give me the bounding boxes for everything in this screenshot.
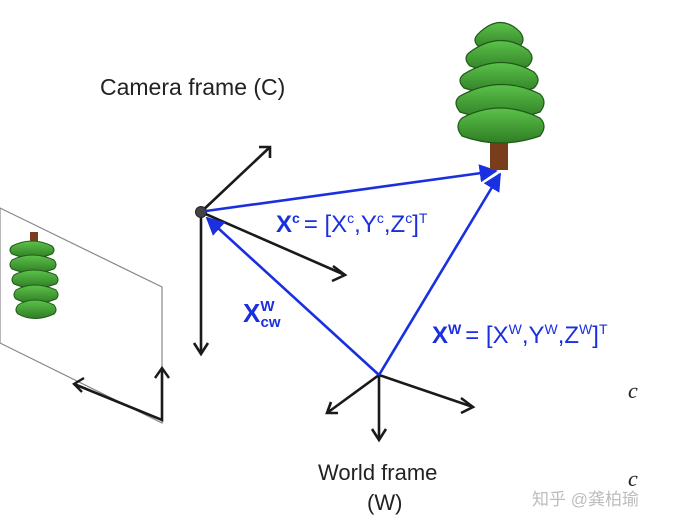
camera-frame-label: Camera frame (C) <box>100 74 285 100</box>
world-frame-axes <box>325 373 476 443</box>
projected-tree-icon <box>9 232 59 319</box>
position-vectors <box>205 164 502 376</box>
watermark: 知乎 @龚柏瑜 <box>532 490 639 509</box>
translation-vector <box>205 216 380 376</box>
side-glyph-c-upper: c <box>628 378 638 403</box>
camera-to-point-vector <box>205 164 498 213</box>
side-glyph-c-lower: c <box>628 466 638 491</box>
camera-point-equation: Xc= [Xc,Yc,Zc]T <box>276 210 428 238</box>
world-frame-symbol: (W) <box>367 490 402 515</box>
world-point-equation: XW= [XW,YW,ZW]T <box>432 321 608 349</box>
tree-icon <box>455 21 545 170</box>
camera-frame-axes <box>192 145 348 357</box>
world-to-point-vector <box>377 172 502 376</box>
world-frame-label: World frame <box>318 460 437 485</box>
image-plane-axes <box>72 365 170 422</box>
camera-center-icon <box>195 206 207 218</box>
